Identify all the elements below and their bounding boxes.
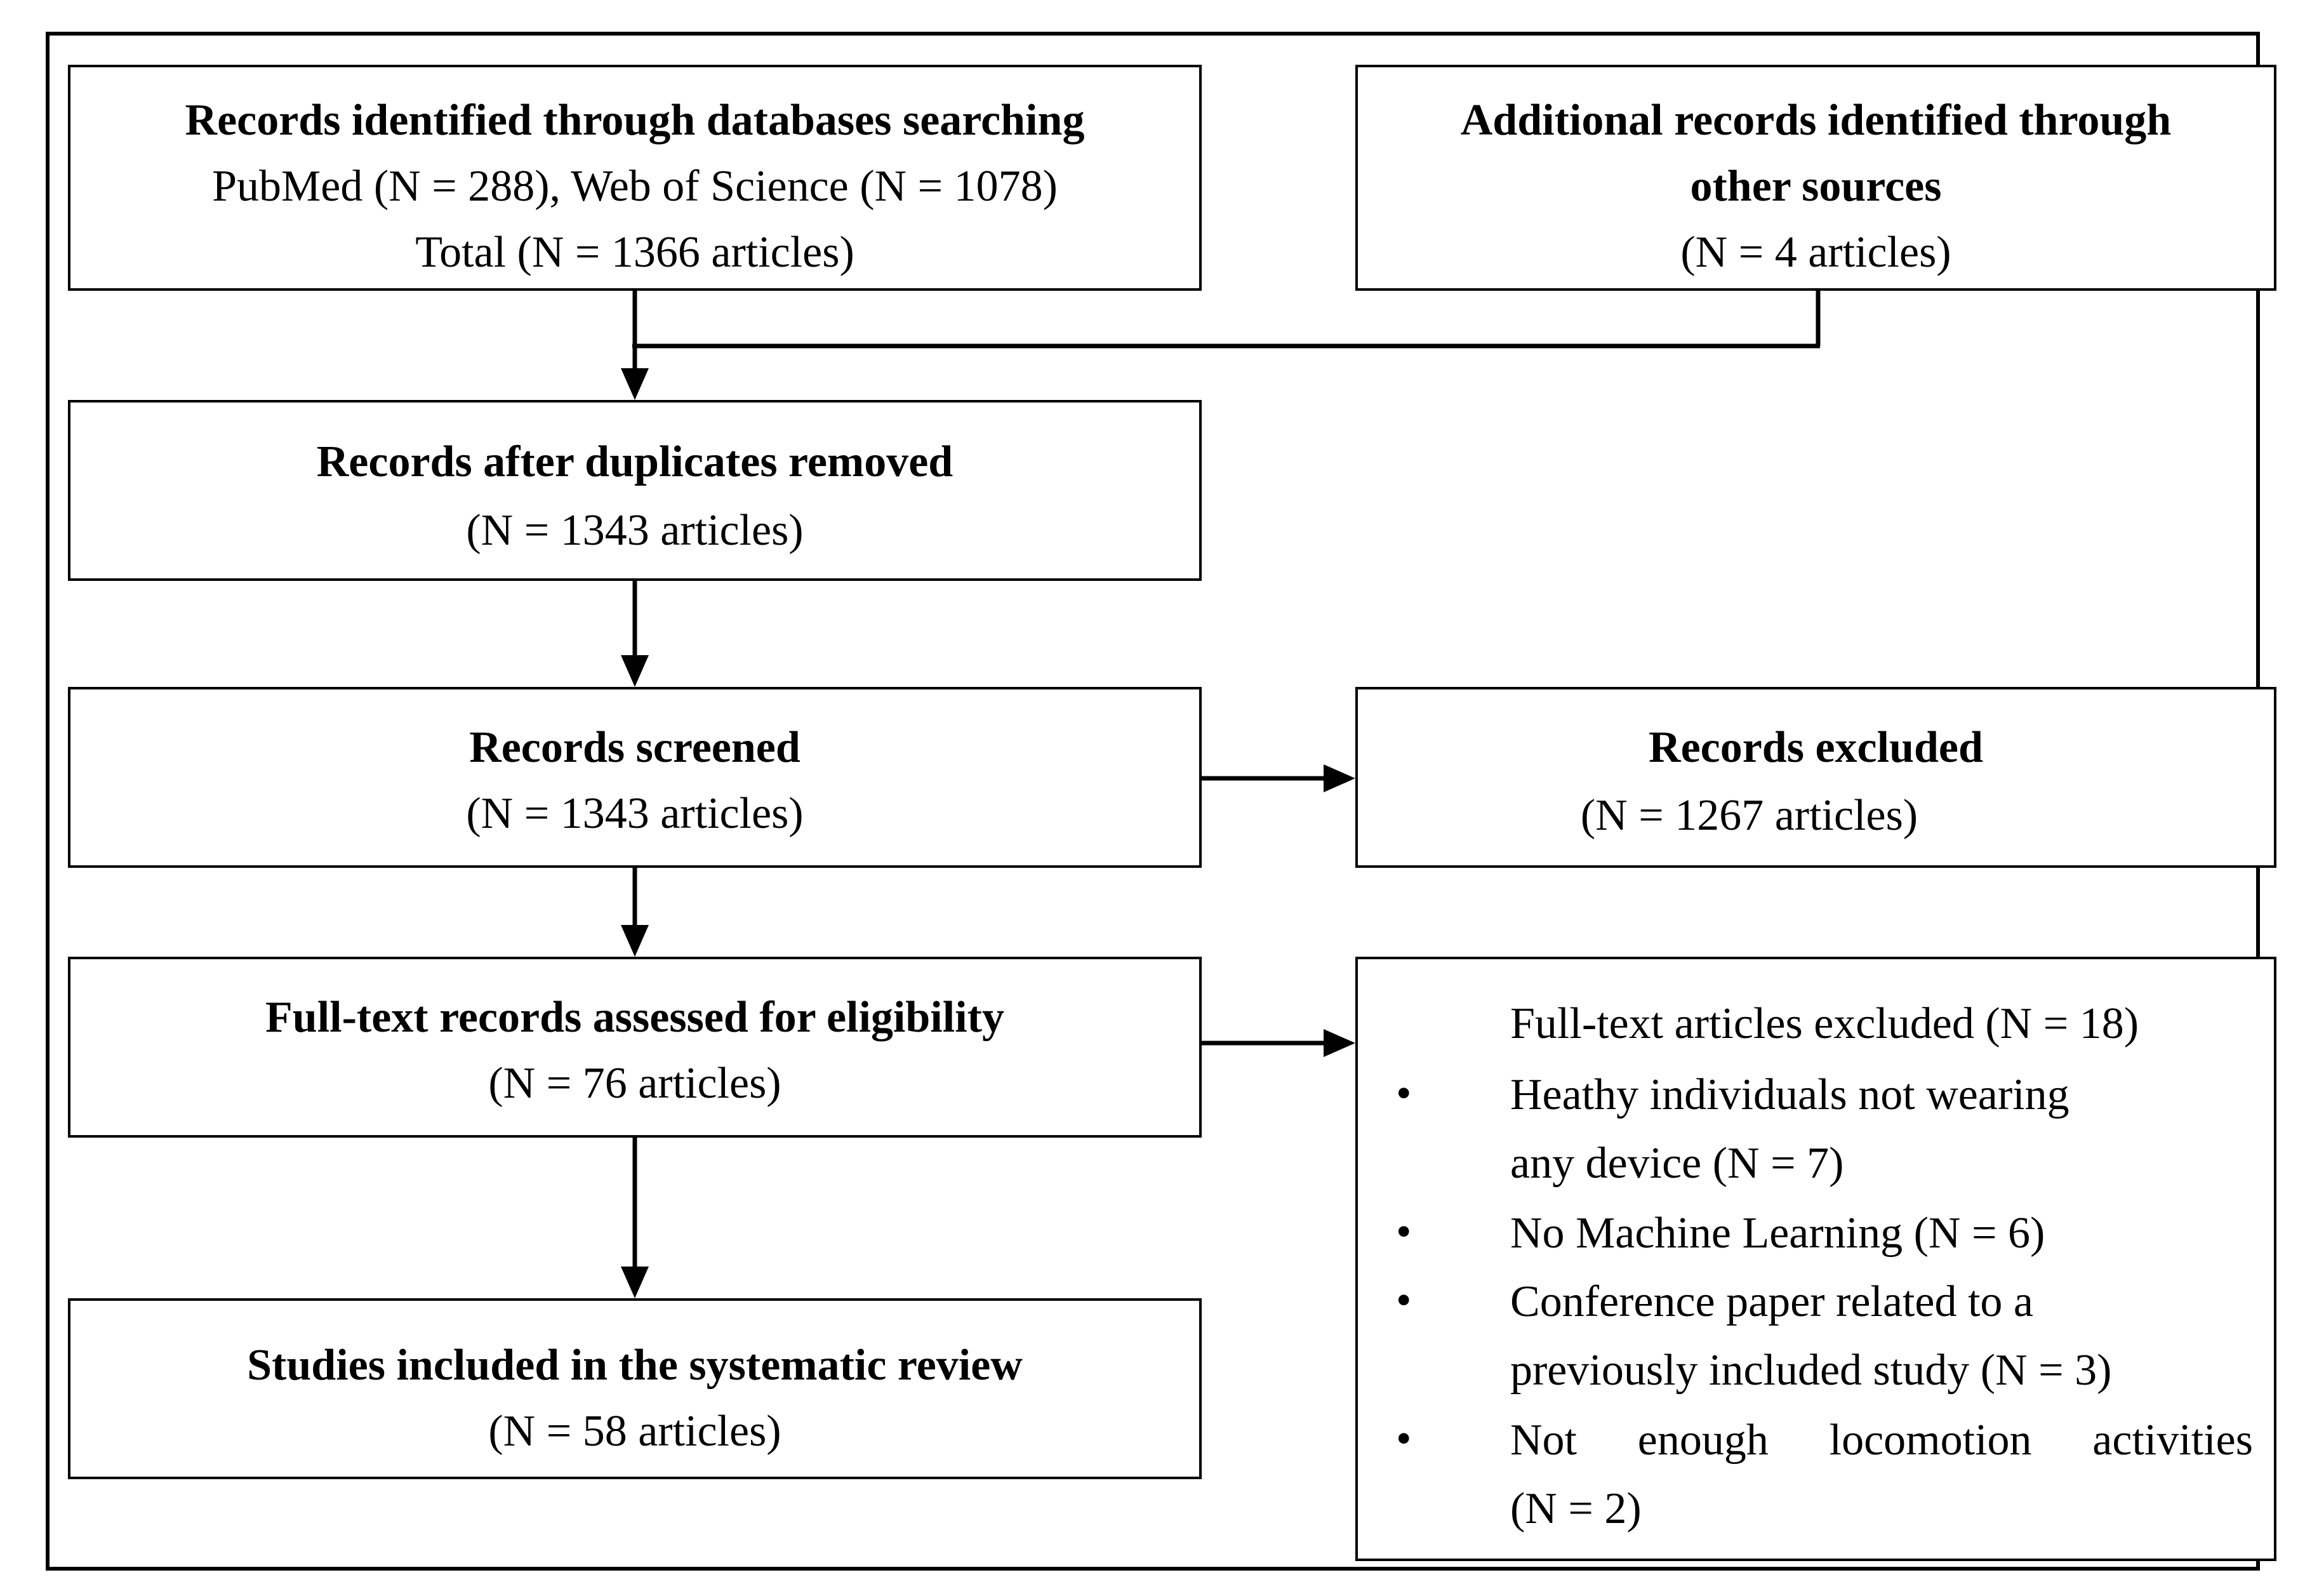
fulltext-assessed-title: Full-text records assessed for eligibili… (265, 993, 1004, 1042)
fulltext-excluded-heading: Full-text articles excluded (N = 18) (1510, 999, 2139, 1048)
exclusion-reason-text: No Machine Learning (N = 6) (1510, 1199, 2253, 1268)
records-screened-box: Records screened (N = 1343 articles) (68, 687, 1202, 868)
exclusion-reason-line: previously included study (N = 3) (1510, 1346, 2112, 1395)
arrowhead-included (621, 1267, 649, 1298)
duplicates-removed-title: Records after duplicates removed (316, 437, 953, 486)
exclusion-reason-text: Not enough locomotion activities (N = 2) (1510, 1406, 2253, 1543)
exclusion-reason-line: No Machine Learning (N = 6) (1510, 1209, 2045, 1258)
duplicates-removed-box: Records after duplicates removed (N = 13… (68, 400, 1202, 581)
bullet-icon: • (1396, 1207, 1412, 1256)
bullet-icon: • (1396, 1414, 1412, 1463)
studies-included-title: Studies included in the systematic revie… (247, 1341, 1023, 1390)
exclusion-reason-line: Conference paper related to a (1510, 1277, 2033, 1326)
fulltext-excluded-box: Full-text articles excluded (N = 18) • H… (1355, 957, 2276, 1561)
arrowhead-duplicates (621, 368, 649, 400)
bullet-icon: • (1396, 1069, 1412, 1118)
studies-included-box: Studies included in the systematic revie… (68, 1298, 1202, 1479)
bullet-icon: • (1396, 1276, 1412, 1325)
records-identified-title: Records identified through databases sea… (185, 96, 1085, 145)
arrowhead-excluded (1324, 764, 1355, 792)
additional-records-title-2: other sources (1690, 162, 1942, 211)
additional-records-box: Additional records identified through ot… (1355, 65, 2276, 291)
exclusion-reason-line: Heathy individuals not wearing (1510, 1070, 2069, 1119)
exclusion-reason-line: any device (N = 7) (1510, 1139, 1844, 1188)
records-identified-box: Records identified through databases sea… (68, 65, 1202, 291)
arrowhead-screened (621, 655, 649, 687)
arrowhead-fulltext-excluded (1324, 1029, 1355, 1057)
exclusion-reason-text: Conference paper related to a previously… (1510, 1268, 2253, 1405)
records-excluded-title: Records excluded (1649, 723, 1983, 772)
records-screened-title: Records screened (469, 723, 800, 772)
exclusion-reason-line: (N = 2) (1510, 1484, 1642, 1533)
additional-records-count: (N = 4 articles) (1680, 228, 1951, 277)
fulltext-assessed-count: (N = 76 articles) (488, 1059, 781, 1108)
records-identified-total: Total (N = 1366 articles) (415, 228, 854, 277)
fulltext-assessed-box: Full-text records assessed for eligibili… (68, 957, 1202, 1138)
records-excluded-count: (N = 1267 articles) (1580, 791, 1918, 840)
arrowhead-fulltext (621, 925, 649, 957)
records-screened-count: (N = 1343 articles) (466, 789, 804, 838)
additional-records-title-1: Additional records identified through (1460, 96, 2172, 145)
exclusion-reason-line: Not enough locomotion activities (1510, 1416, 2253, 1465)
duplicates-removed-count: (N = 1343 articles) (466, 506, 804, 555)
records-identified-sources: PubMed (N = 288), Web of Science (N = 10… (212, 162, 1058, 211)
studies-included-count: (N = 58 articles) (488, 1407, 781, 1456)
exclusion-reason-text: Heathy individuals not wearing any devic… (1510, 1061, 2253, 1198)
records-excluded-box: Records excluded (N = 1267 articles) (1355, 687, 2276, 868)
